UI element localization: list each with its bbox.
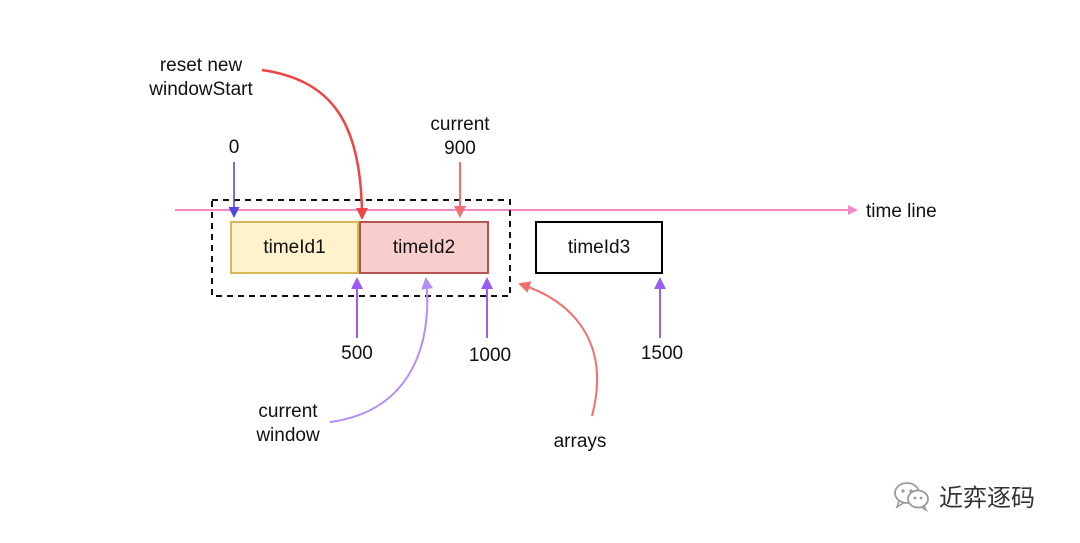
tick-500-label: 500 (341, 343, 373, 364)
wechat-icon (894, 481, 929, 512)
watermark: 近弈逐码 (893, 478, 1035, 513)
watermark-text: 近弈逐码 (939, 484, 1035, 512)
arrays-arrow (518, 281, 598, 417)
current-window-arrow (329, 277, 434, 423)
reset-window-start-arrow (261, 68, 368, 220)
timeid1-box: timeId1 (230, 221, 359, 274)
tick-1000-label: 1000 (468, 345, 512, 366)
current-900-label: 900 (444, 138, 476, 159)
timeid3-box: timeId3 (535, 221, 663, 274)
arrays-label: arrays (553, 431, 607, 452)
tick-1500-label: 1500 (640, 343, 684, 364)
zero-label: 0 (228, 137, 240, 158)
timeline-label: time line (866, 201, 937, 222)
reset-new-label: reset new (159, 55, 243, 76)
current-window-label-line2: window (256, 425, 320, 446)
timeid2-box: timeId2 (359, 221, 489, 274)
current-label: current (430, 114, 490, 135)
window-start-label: windowStart (149, 79, 253, 100)
current-window-label-line1: current (258, 401, 318, 422)
